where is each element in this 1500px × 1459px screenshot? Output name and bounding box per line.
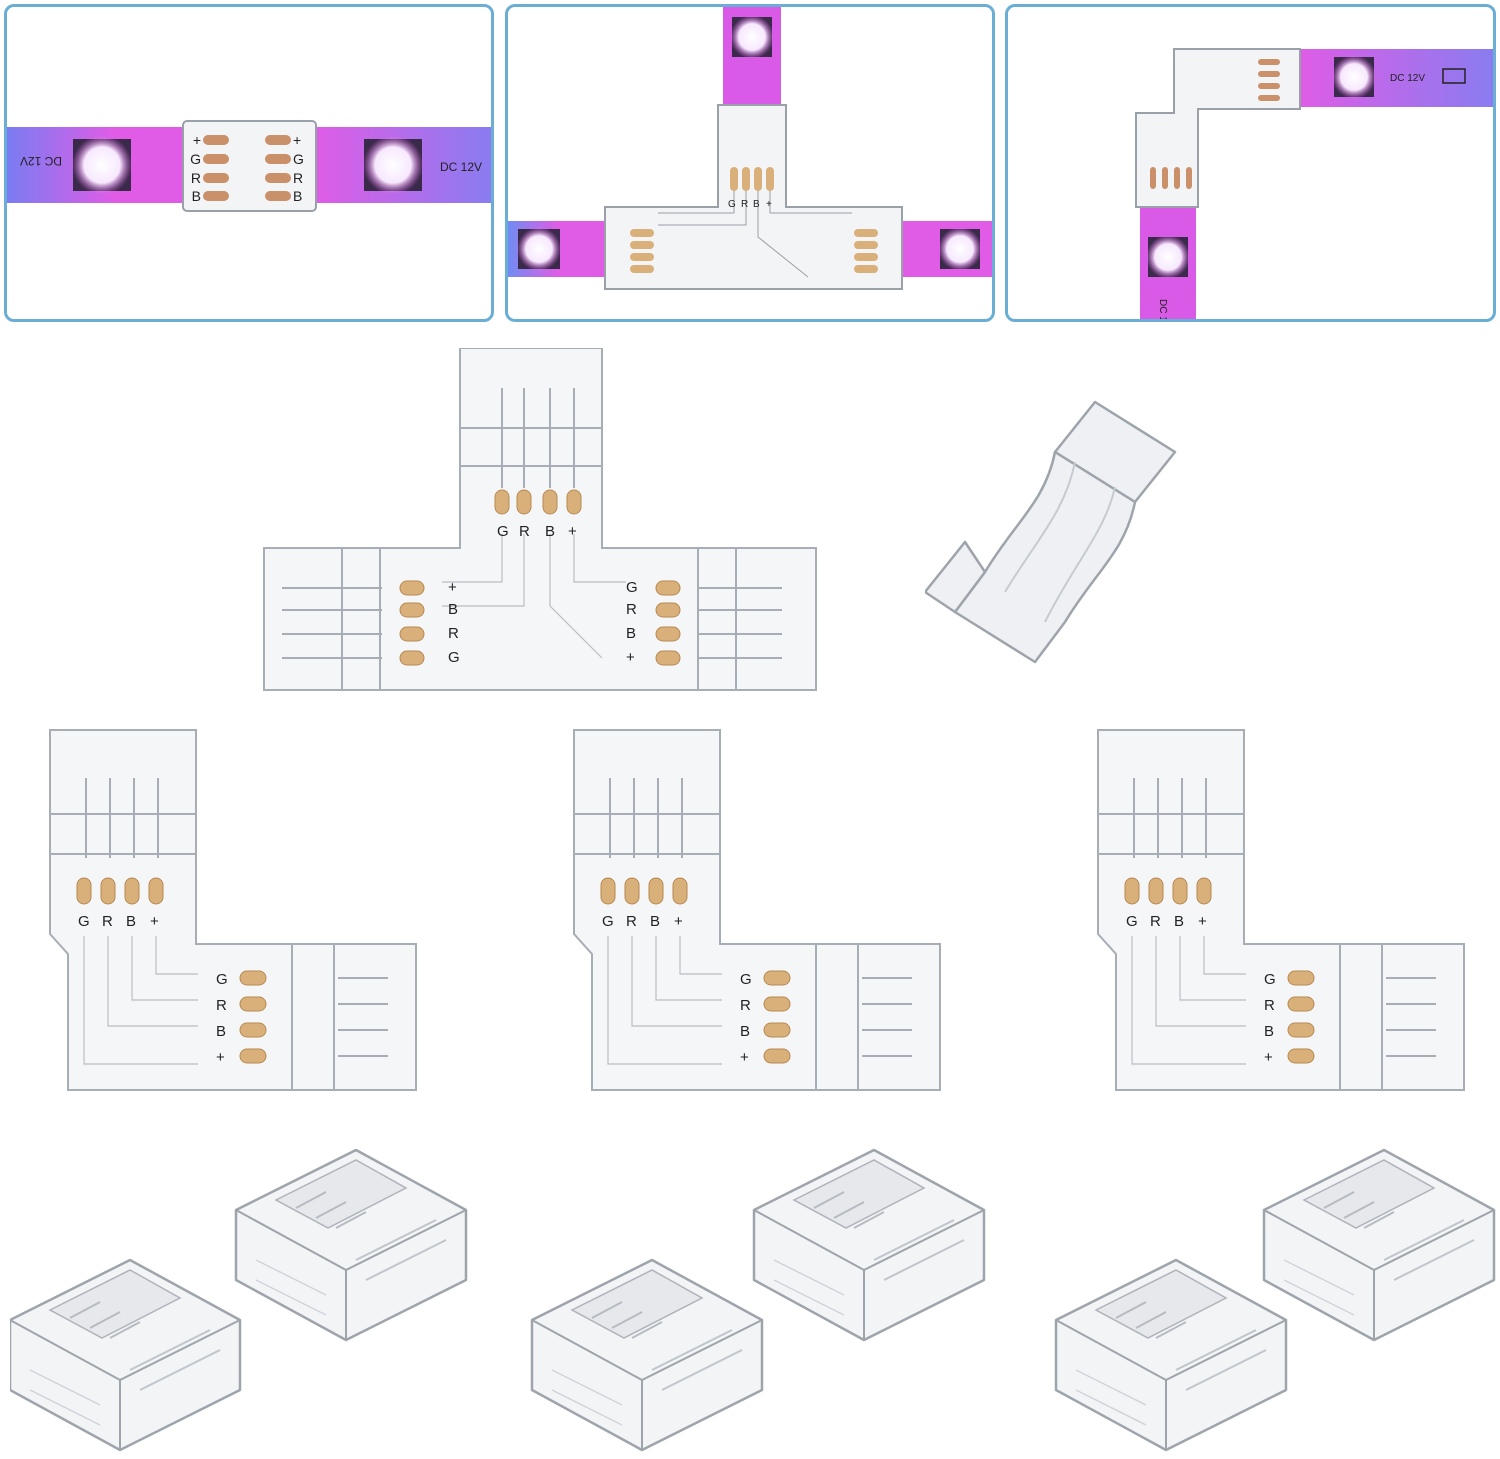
strip-label: DC 12V	[440, 160, 482, 174]
led-glow	[938, 227, 982, 271]
pin-label-r: R	[448, 625, 459, 642]
pin-label-r: R	[1150, 913, 1161, 930]
pin-label-b: B	[126, 913, 136, 930]
strip-label: DC 12V	[1390, 73, 1425, 84]
l-connector-product-3: G R B + G R B +	[1096, 728, 1468, 1094]
pin-label-g: G	[740, 971, 752, 988]
led-glow	[363, 135, 423, 195]
connector-blocks-row	[10, 1130, 1500, 1459]
straight-connector-panel: DC 12V DC 12V + G R B + G R B	[4, 4, 494, 322]
pin-label-b: B	[626, 625, 636, 642]
l-connector-illustration: DC 12V DC 1	[1135, 48, 1493, 319]
led-glow	[1332, 55, 1376, 99]
connector-block	[530, 1258, 764, 1452]
pin-label: B	[293, 188, 302, 204]
pin-label: +	[293, 132, 301, 148]
pin-label-b: B	[1264, 1023, 1274, 1040]
pin	[203, 154, 229, 164]
pin-label-g: G	[1264, 971, 1276, 988]
pin-label: G	[190, 151, 201, 167]
pin-label-plus: +	[568, 523, 577, 540]
strip-label-flipped: DC 12V	[20, 154, 62, 168]
t-connector-panel: G R B +	[505, 4, 995, 322]
connector-block	[234, 1148, 468, 1342]
pin-label: R	[741, 199, 748, 210]
led-glow	[517, 227, 561, 271]
pin-label-b: B	[545, 523, 555, 540]
pin-label-plus: +	[1198, 913, 1207, 930]
pin-label-plus: +	[626, 649, 635, 666]
l-connector-panel: DC 12V DC 1	[1005, 4, 1496, 322]
pin-label-b: B	[448, 601, 458, 618]
t-connector-body	[604, 104, 903, 290]
connector-block	[1262, 1148, 1496, 1342]
mounting-clip-render	[925, 400, 1177, 664]
t-connector-shell	[263, 348, 817, 691]
pin-label: R	[191, 170, 201, 186]
pin	[265, 191, 291, 201]
pin-label-g: G	[216, 971, 228, 988]
pin	[203, 173, 229, 183]
pin	[265, 154, 291, 164]
t-connector-product: G R B + + B R G G R B +	[262, 348, 818, 694]
connector-block	[752, 1148, 986, 1342]
pin	[265, 173, 291, 183]
pin	[203, 191, 229, 201]
pin-label: R	[293, 170, 303, 186]
pin-label: G	[293, 151, 304, 167]
pin-label-r: R	[626, 913, 637, 930]
t-connector-illustration: G R B +	[508, 7, 992, 290]
pin-label-b: B	[650, 913, 660, 930]
pin-label: G	[728, 199, 736, 210]
pin-label-g: G	[1126, 913, 1138, 930]
pin-label-g: G	[602, 913, 614, 930]
led-glow	[72, 135, 132, 195]
pin-label-r: R	[740, 997, 751, 1014]
pin-label: B	[192, 188, 201, 204]
connector-blocks-render	[10, 1148, 1496, 1452]
pin	[265, 135, 291, 145]
l-connector-render: G R B + G R B +	[573, 729, 941, 1091]
pin-label-r: R	[216, 997, 227, 1014]
strip-label-cut: DC 1	[1157, 299, 1168, 319]
connector-block	[10, 1258, 242, 1452]
pin-label: +	[766, 199, 772, 210]
pin-label-plus: +	[674, 913, 683, 930]
l-connector-render: G R B + G R B +	[49, 729, 417, 1091]
l-connector-product-2: G R B + G R B +	[572, 728, 944, 1094]
led-glow	[730, 15, 774, 59]
l-connector-product-1: G R B + G R B +	[48, 728, 420, 1094]
straight-connector-illustration: DC 12V DC 12V + G R B + G R B	[7, 120, 491, 212]
led-strip-right	[1296, 49, 1493, 107]
l-connector-render: G R B + G R B +	[1097, 729, 1465, 1091]
pin-label-plus: +	[216, 1049, 225, 1066]
t-connector-render: G R B + + B R G G R B +	[263, 348, 817, 691]
pin-label: +	[193, 132, 201, 148]
pin-label-r: R	[102, 913, 113, 930]
pin-label-r: R	[626, 601, 637, 618]
pin-label-plus: +	[1264, 1049, 1273, 1066]
chip-icon	[1442, 68, 1466, 84]
pin-label-b: B	[1174, 913, 1184, 930]
pin-label-r: R	[519, 523, 530, 540]
pin-label-g: G	[448, 649, 460, 666]
connector-block	[1054, 1258, 1288, 1452]
pin-label-plus: +	[150, 913, 159, 930]
pin-label-plus: +	[740, 1049, 749, 1066]
pin-label-r: R	[1264, 997, 1275, 1014]
pin-label-g: G	[78, 913, 90, 930]
pin-label-b: B	[216, 1023, 226, 1040]
led-glow	[1146, 235, 1190, 279]
mounting-clip	[925, 392, 1195, 670]
pin-label-g: G	[497, 523, 509, 540]
pin-label-plus: +	[448, 579, 457, 596]
pin-label: B	[753, 199, 760, 210]
pin-label-g: G	[626, 579, 638, 596]
pin	[203, 135, 229, 145]
pin-label-b: B	[740, 1023, 750, 1040]
